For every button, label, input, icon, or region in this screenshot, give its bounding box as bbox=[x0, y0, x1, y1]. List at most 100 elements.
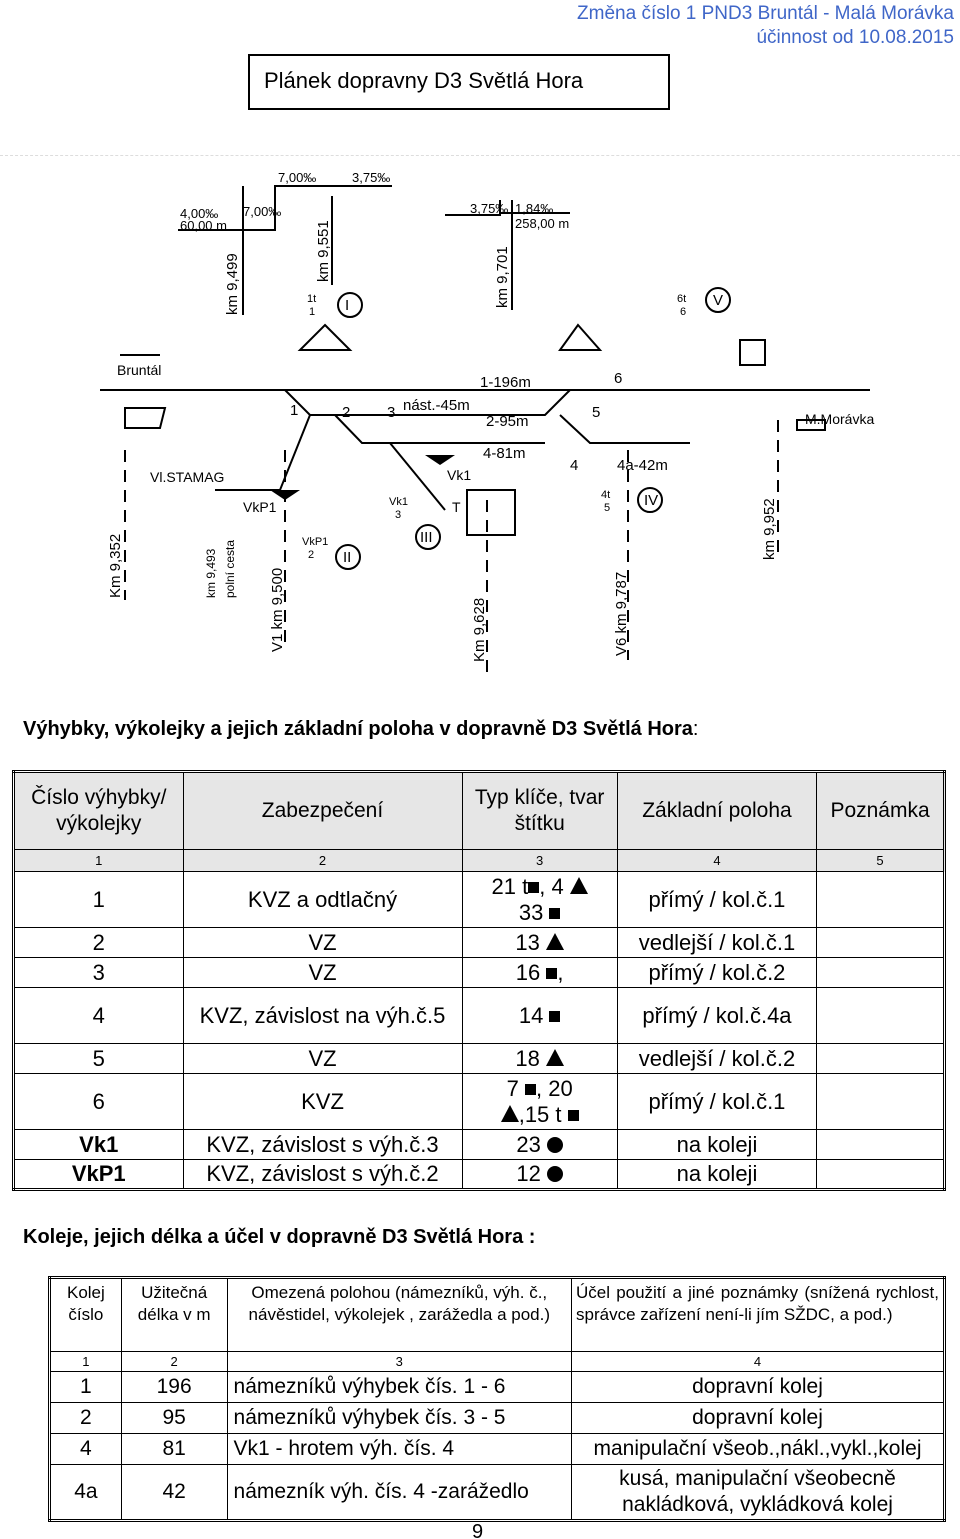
km-marker: km 9,499 bbox=[224, 253, 241, 315]
track-label: 1-196m bbox=[480, 374, 531, 391]
track-diagram: 7,00‰ 3,75‰ 4,00‰ 7,00‰ 60,00 m 3,75‰ 1,… bbox=[100, 170, 874, 680]
switch-position: vedlejší / kol.č.2 bbox=[616, 1043, 818, 1074]
km-marker: polní cesta bbox=[223, 540, 237, 598]
switch-note bbox=[816, 957, 945, 988]
key-symbol: 6t bbox=[677, 293, 686, 305]
table-row: 3 VZ 16 , přímý / kol.č.2 bbox=[13, 957, 945, 988]
track-label: VkP1 bbox=[243, 499, 277, 515]
track-purpose: manipulační všeob.,nákl.,vykl.,kolej bbox=[571, 1433, 945, 1465]
switches-table: Číslo výhybky/ výkolejky Zabezpečení Typ… bbox=[12, 770, 946, 1191]
square-icon bbox=[525, 1083, 536, 1095]
key-symbol: 3 bbox=[395, 509, 401, 521]
switch-security: KVZ, závislost na výh.č.5 bbox=[182, 987, 463, 1044]
key-text: 21 t bbox=[491, 873, 529, 899]
column-number: 5 bbox=[816, 849, 945, 872]
key-text: 18 bbox=[515, 1045, 540, 1071]
track-length: 196 bbox=[120, 1371, 228, 1403]
switch-id: 4 bbox=[13, 987, 184, 1044]
switch-id: Vk1 bbox=[13, 1129, 184, 1160]
track-label: nást.-45m bbox=[403, 397, 470, 414]
circle-icon bbox=[546, 1166, 563, 1182]
track-number: I bbox=[345, 297, 349, 314]
section-heading-switches: Výhybky, výkolejky a jejich základní pol… bbox=[23, 718, 698, 741]
switch-position: přímý / kol.č.1 bbox=[616, 871, 818, 928]
column-header: Kolej číslo bbox=[49, 1277, 122, 1352]
table-row: Vk1 KVZ, závislost s výh.č.3 23 na kolej… bbox=[13, 1129, 945, 1160]
key-text: 7 bbox=[506, 1075, 519, 1101]
track-limits: námezníků výhybek čís. 3 - 5 bbox=[226, 1402, 573, 1434]
key-symbol: 4t bbox=[601, 489, 610, 501]
key-text: 12 bbox=[516, 1161, 541, 1186]
key-text: 14 bbox=[518, 1002, 544, 1028]
column-header: Účel použití a jiné poznámky (snížená ry… bbox=[571, 1277, 945, 1352]
track-label: Vl.STAMAG bbox=[150, 469, 224, 485]
switch-number: 1 bbox=[290, 402, 298, 419]
switch-position: přímý / kol.č.4a bbox=[616, 987, 818, 1044]
gradient-label: 4,00‰ bbox=[180, 206, 218, 221]
km-marker: V1 km 9,500 bbox=[269, 568, 286, 652]
track-label: Vk1 bbox=[447, 467, 471, 483]
switch-position: na koleji bbox=[616, 1159, 818, 1190]
header-change-line: Změna číslo 1 PND3 Bruntál - Malá Morávk… bbox=[577, 3, 954, 24]
gradient-label: 1,84‰ bbox=[515, 201, 553, 216]
track-length: 81 bbox=[120, 1433, 228, 1465]
switch-note bbox=[816, 1043, 945, 1074]
track-label: 4a-42m bbox=[617, 457, 668, 474]
table-header-row: Kolej číslo Užitečná délka v m Omezená p… bbox=[49, 1277, 945, 1352]
square-icon bbox=[528, 881, 540, 893]
triangle-icon bbox=[500, 1104, 519, 1122]
switch-note bbox=[816, 1159, 945, 1190]
column-number: 2 bbox=[120, 1351, 228, 1372]
switch-key: 23 bbox=[461, 1129, 618, 1160]
track-length: 95 bbox=[120, 1402, 228, 1434]
track-number: V bbox=[713, 292, 723, 309]
switch-number: 4 bbox=[570, 457, 578, 474]
switch-position: přímý / kol.č.2 bbox=[616, 957, 818, 988]
switch-note bbox=[816, 871, 945, 928]
gradient-label: 7,00‰ bbox=[278, 170, 316, 185]
switch-key: 18 bbox=[461, 1043, 618, 1074]
switch-number: 2 bbox=[342, 404, 350, 421]
table-row: 1 KVZ a odtlačný 21 t, 4 33 přímý / kol.… bbox=[13, 871, 945, 928]
switch-key: 13 bbox=[461, 927, 618, 958]
gradient-label: 3,75‰ bbox=[352, 170, 390, 185]
track-label: T bbox=[452, 499, 461, 515]
section-heading-tracks: Koleje, jejich délka a účel v dopravně D… bbox=[23, 1226, 536, 1248]
column-number: 1 bbox=[13, 849, 184, 872]
switch-note bbox=[816, 1073, 945, 1130]
table-row: 4 81 Vk1 - hrotem výh. čís. 4 manipulačn… bbox=[49, 1433, 945, 1465]
table-header-row: Číslo výhybky/ výkolejky Zabezpečení Typ… bbox=[13, 771, 945, 850]
switch-id: 3 bbox=[13, 957, 184, 988]
key-text: 16 bbox=[515, 959, 541, 985]
gradient-length: 60,00 m bbox=[180, 218, 227, 233]
gradient-label: 7,00‰ bbox=[243, 204, 281, 219]
triangle-icon bbox=[545, 932, 564, 950]
switch-position: přímý / kol.č.1 bbox=[616, 1073, 818, 1130]
km-marker: Km 9,628 bbox=[471, 598, 488, 662]
divider bbox=[0, 155, 960, 156]
key-text: , 4 bbox=[539, 873, 564, 899]
km-marker: km 9,952 bbox=[761, 498, 778, 560]
heading-text: Výhybky, výkolejky a jejich základní pol… bbox=[23, 718, 693, 740]
switch-security: VZ bbox=[182, 1043, 463, 1074]
switch-key: 7 , 20,15 t bbox=[461, 1073, 618, 1130]
column-number-row: 1 2 3 4 bbox=[49, 1351, 945, 1372]
track-limits: Vk1 - hrotem výh. čís. 4 bbox=[226, 1433, 573, 1465]
km-marker: km 9,551 bbox=[315, 220, 332, 282]
key-text: 33 bbox=[518, 899, 544, 925]
page-title: Plánek dopravny D3 Světlá Hora bbox=[248, 54, 670, 110]
key-symbol: 5 bbox=[604, 502, 610, 514]
table-row: 1 196 námezníků výhybek čís. 1 - 6 dopra… bbox=[49, 1371, 945, 1403]
switch-number: 5 bbox=[592, 404, 600, 421]
key-text: , 20 bbox=[536, 1075, 573, 1101]
key-symbol: Vk1 bbox=[389, 496, 408, 508]
track-limits: námezník výh. čís. 4 -zarážedlo bbox=[226, 1464, 573, 1521]
switch-key: 21 t , 4 33 bbox=[461, 871, 618, 928]
track-purpose: kusá, manipulační všeobecně nakládková, … bbox=[571, 1464, 945, 1521]
column-header: Omezená polohou (námezníků, výh. č., náv… bbox=[226, 1277, 573, 1352]
table-row: 4 KVZ, závislost na výh.č.5 14 přímý / k… bbox=[13, 987, 945, 1044]
column-number: 3 bbox=[226, 1351, 573, 1372]
station-bruntal: Bruntál bbox=[117, 362, 161, 378]
table-row: 4a 42 námezník výh. čís. 4 -zarážedlo ku… bbox=[49, 1464, 945, 1521]
square-icon bbox=[549, 1010, 561, 1022]
